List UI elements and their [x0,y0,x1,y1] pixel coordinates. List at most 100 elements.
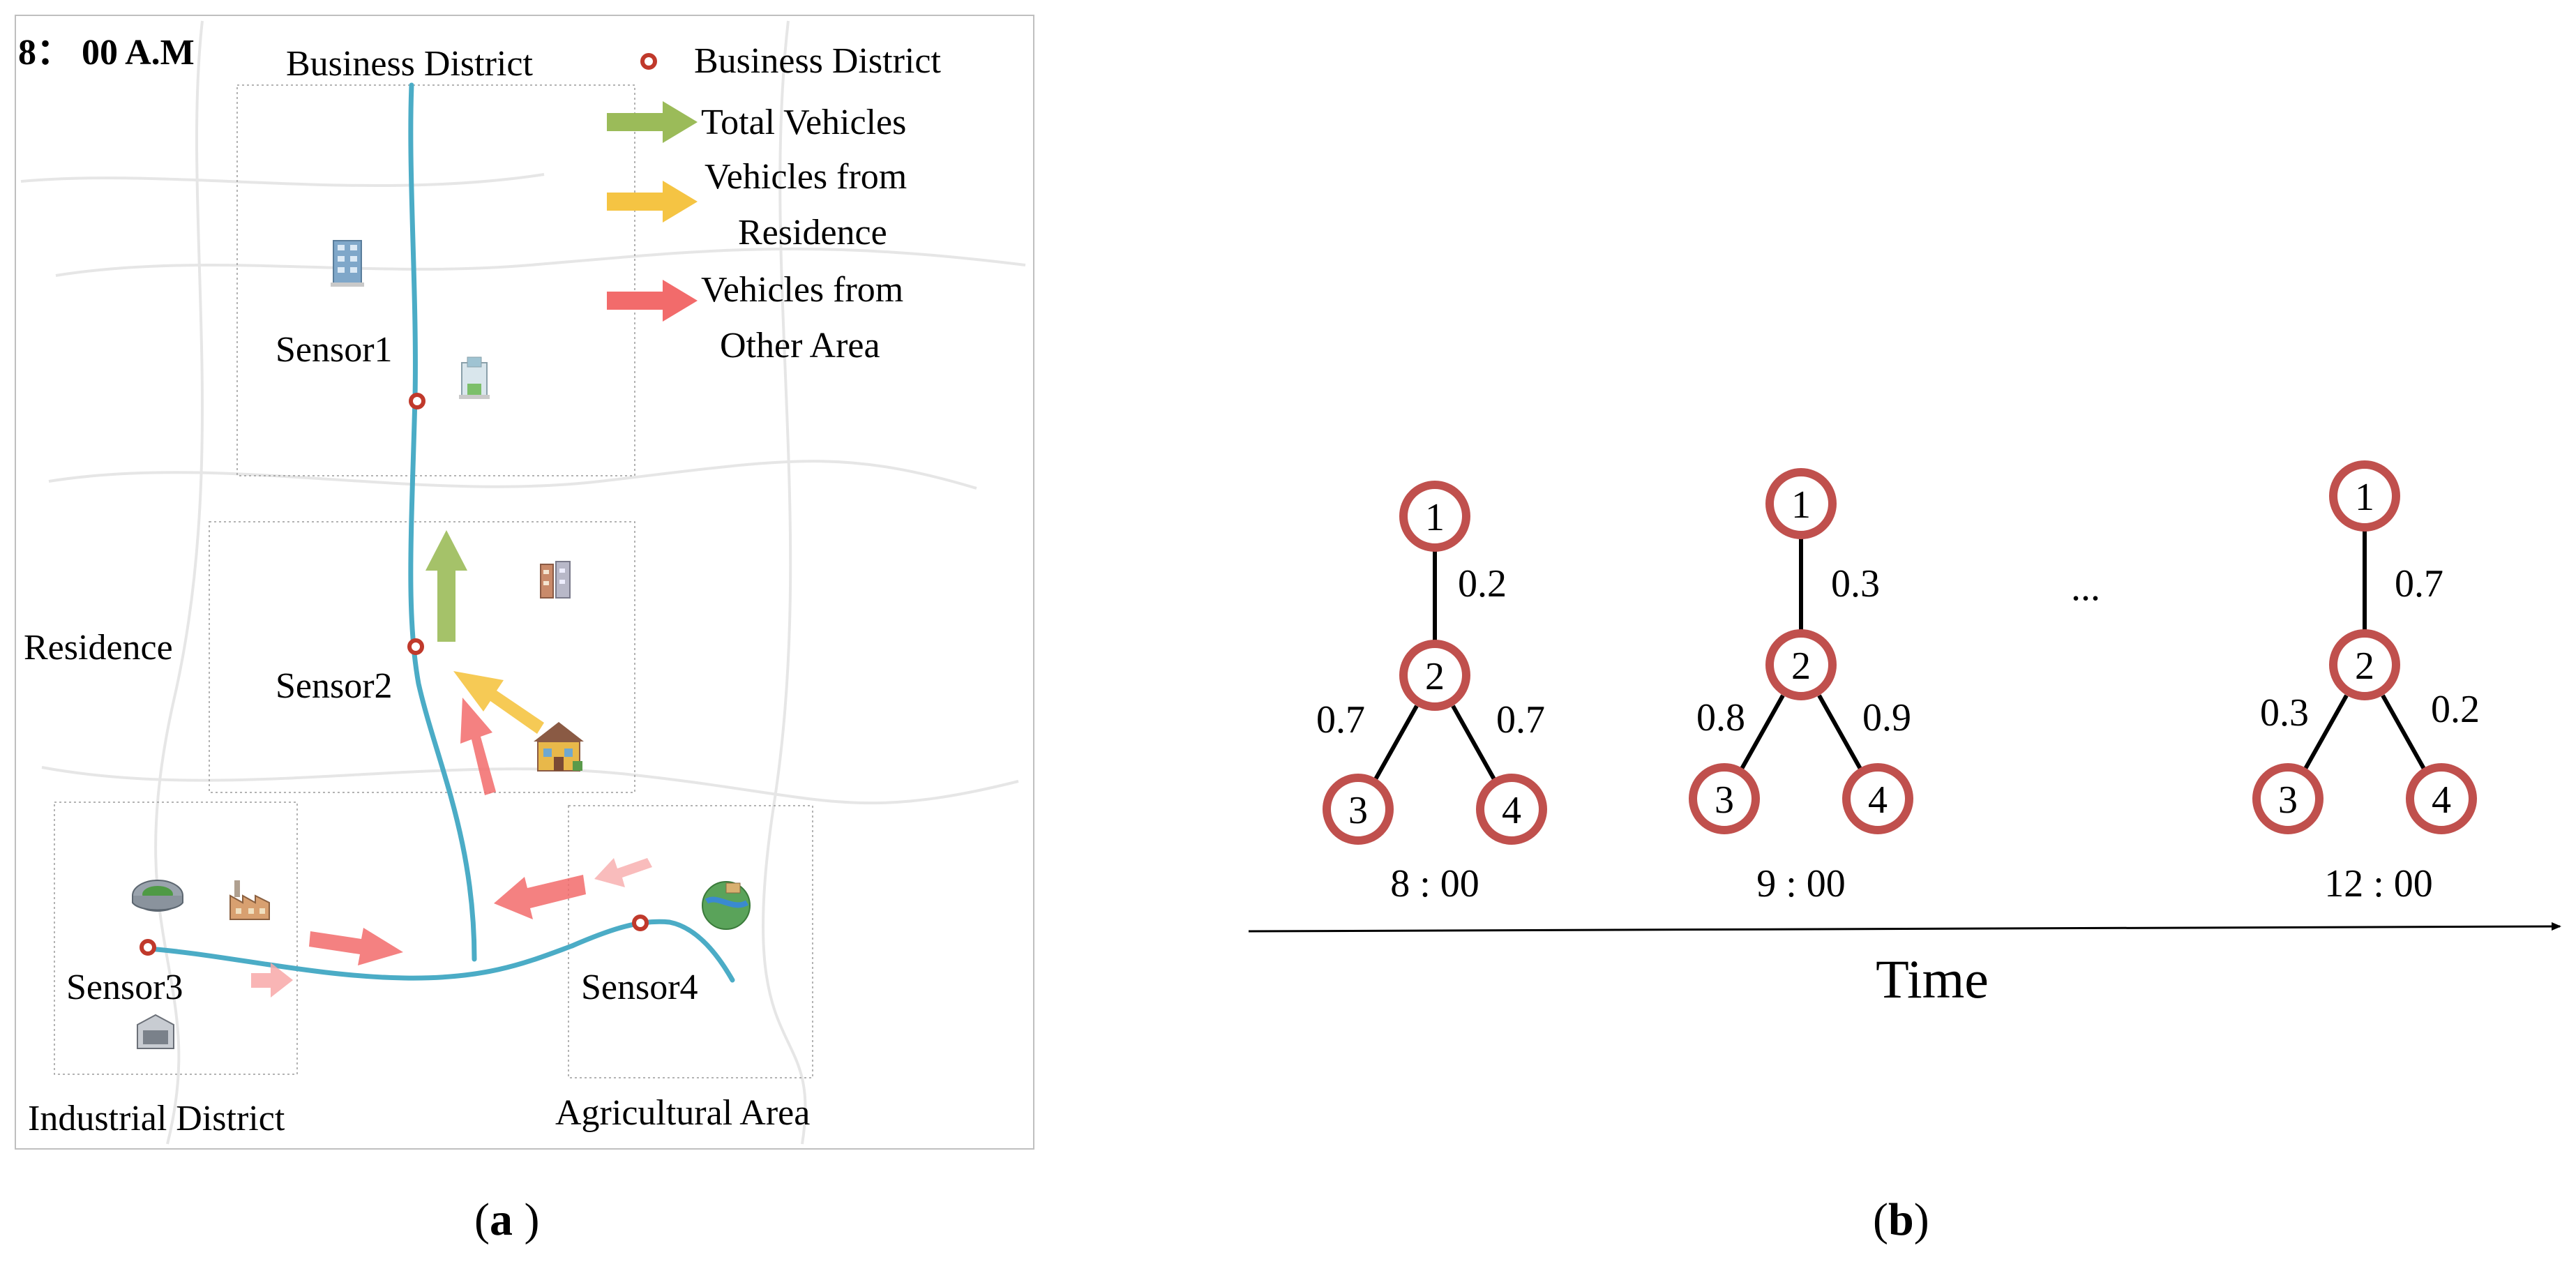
legend-other-arrow [607,280,698,322]
other-area-arrow-industrial [309,928,403,965]
edge-1-2-weight: 0.7 [2395,562,2443,605]
road-network [145,82,735,983]
farm-globe-icon [702,881,751,930]
total-vehicles-arrow [425,530,467,642]
legend-residence-arrow [607,181,698,223]
edge-2-4-weight: 0.2 [2431,688,2480,731]
other-area-arrow-industrial-faint [251,963,293,998]
node-1-label: 1 [1791,483,1811,527]
sensor1-label: Sensor1 [276,330,393,370]
edge-2-4-weight: 0.7 [1496,698,1545,742]
graph-edges [1373,548,1496,781]
legend-residence-line2: Residence [738,213,887,253]
region-boxes [54,84,813,1078]
legend-total-arrow [607,101,698,143]
graph-time-label: 12 : 00 [2324,862,2433,905]
edge-2-3-weight: 0.7 [1316,698,1365,742]
node-3 [1689,763,1760,834]
time-of-day-label: 8： 00 A.M [18,33,195,73]
panel-a-map: 8： 00 A.M Business District Residence In… [15,15,1034,1245]
edge-1-2-weight: 0.2 [1458,562,1507,605]
time-axis [1248,922,2561,933]
warehouse-icon [137,1014,174,1049]
node-2-label: 2 [2355,645,2374,688]
node-3 [2252,763,2323,834]
building-icon-apartments [540,561,571,599]
edge-2-3-weight: 0.3 [2260,691,2309,735]
sensor1-marker [409,393,425,409]
node-4-label: 4 [1868,778,1888,822]
industrial-district-label: Industrial District [28,1099,285,1138]
sensor3-marker [140,939,156,956]
graph-9-00: 1 2 3 4 0.3 0.8 0.9 9 : 00 [1689,468,1913,905]
node-1 [1765,468,1837,539]
node-3-label: 3 [1348,789,1368,832]
legend-residence-line1: Vehicles from [705,157,907,197]
legend: Business District Total Vehicles Vehicle… [607,41,941,366]
business-district-label: Business District [286,44,533,84]
main-road [408,82,477,962]
edge-2-4-weight: 0.9 [1862,696,1911,739]
node-2-label: 2 [1425,655,1445,698]
agricultural-area-label: Agricultural Area [555,1093,810,1133]
node-4-label: 4 [1502,789,1521,832]
node-1-label: 1 [2355,476,2374,519]
node-4-label: 4 [2432,778,2451,822]
panel-a-caption: (a ) [474,1194,539,1245]
stadium-icon [132,880,183,912]
sensor4-marker [632,915,649,931]
legend-total-label: Total Vehicles [701,103,906,142]
sensor3-label: Sensor3 [66,968,183,1007]
node-2-label: 2 [1791,645,1811,688]
panel-a-frame [15,15,1034,1150]
node-1 [1399,481,1470,552]
other-area-arrow-agricultural [494,875,586,919]
node-4 [2406,763,2477,834]
node-3 [1323,774,1394,845]
residence-arrow [453,671,544,734]
background-streets [20,20,1026,1145]
building-icon-office [459,356,490,399]
graph-time-label: 8 : 00 [1390,862,1479,905]
industrial-district-box [54,802,298,1075]
edge-2-3-weight: 0.8 [1696,696,1745,739]
node-3-label: 3 [1715,778,1734,822]
edge-1-2-weight: 0.3 [1831,562,1880,605]
residence-box [209,521,635,793]
node-3-label: 3 [2278,778,2298,822]
legend-other-line1: Vehicles from [701,270,903,310]
sensor2-marker [407,638,424,655]
factory-icon [229,880,270,920]
other-area-arrow-agricultural-faint [594,858,652,887]
panel-b-graphs: 1 2 3 4 0.2 0.7 0.7 8 : 00 [1248,460,2561,1245]
residence-label: Residence [24,628,173,668]
node-4 [1842,763,1913,834]
legend-marker-label: Business District [694,41,941,81]
graph-time-label: 9 : 00 [1756,862,1846,905]
sensor2-label: Sensor2 [276,666,393,706]
time-axis-label: Time [1876,949,1989,1009]
sensor4-label: Sensor4 [581,968,698,1007]
house-icon [534,722,584,772]
business-district-box [236,84,635,476]
flow-arrows [251,530,652,998]
graph-edges [2303,527,2426,770]
ellipsis: ... [2071,566,2100,609]
node-1-label: 1 [1425,496,1445,539]
node-2 [1765,629,1837,700]
node-2 [1399,640,1470,711]
east-road [569,919,735,983]
west-road [145,943,575,981]
graph-12-00: 1 2 3 4 0.7 0.3 0.2 12 : 00 [2252,460,2480,905]
node-2 [2329,629,2400,700]
node-1 [2329,460,2400,532]
legend-sensor-marker [640,53,657,70]
graph-8-00: 1 2 3 4 0.2 0.7 0.7 8 : 00 [1316,481,1547,905]
legend-other-line2: Other Area [720,326,880,366]
other-area-arrow-sensor2 [460,698,496,795]
building-icon-tower [331,240,364,287]
graph-edges [1740,535,1862,770]
node-4 [1476,774,1547,845]
sensor-markers [140,393,649,956]
